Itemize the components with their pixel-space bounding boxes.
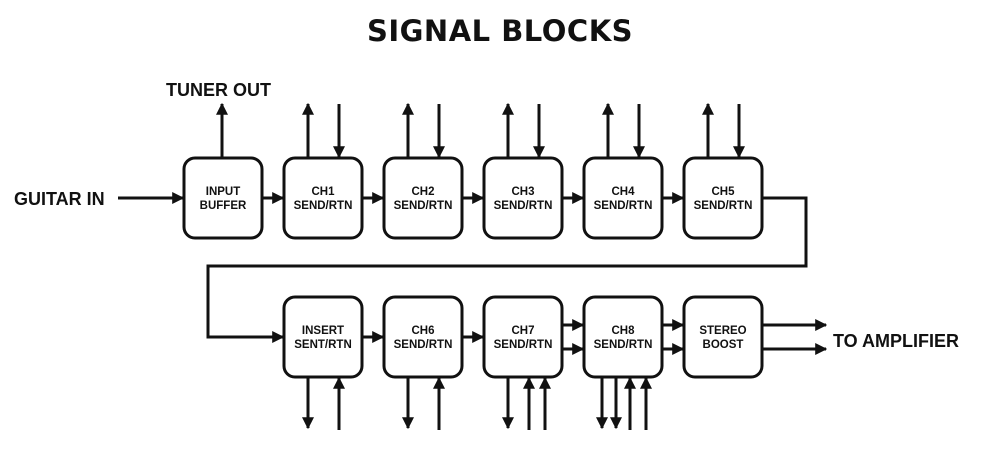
block-label: SEND/RTN xyxy=(594,339,653,351)
block-label: SEND/RTN xyxy=(494,200,553,212)
block-frame xyxy=(282,156,364,240)
block-frame xyxy=(382,295,464,379)
block-label: CH5 xyxy=(711,186,735,198)
block-label: STEREO xyxy=(699,325,746,337)
block-label: BUFFER xyxy=(200,200,247,212)
block-label: SEND/RTN xyxy=(394,200,453,212)
block-label: SEND/RTN xyxy=(294,200,353,212)
block-label: CH4 xyxy=(611,186,635,198)
block-label: SEND/RTN xyxy=(594,200,653,212)
block-label: SEND/RTN xyxy=(694,200,753,212)
block-frame xyxy=(582,295,664,379)
block-label: INSERT xyxy=(302,325,344,337)
diagram-title: SIGNAL BLOCKS xyxy=(366,14,634,48)
block-frame xyxy=(282,295,364,379)
block-label: SEND/RTN xyxy=(494,339,553,351)
block-frame xyxy=(482,156,564,240)
tuner-out-label: TUNER OUT xyxy=(166,80,271,100)
signal-blocks: INPUTBUFFERCH1SEND/RTNCH2SEND/RTNCH3SEND… xyxy=(182,156,764,379)
wrap-around-wire xyxy=(206,196,808,343)
block-frame xyxy=(382,156,464,240)
block-label: CH1 xyxy=(311,186,335,198)
block-label: BOOST xyxy=(703,339,744,351)
block-label: SENT/RTN xyxy=(294,339,352,351)
block-input-buffer: INPUT BUFFER xyxy=(182,156,264,240)
block-frame xyxy=(182,156,264,240)
block-label: SEND/RTN xyxy=(394,339,453,351)
block-frame xyxy=(582,156,664,240)
block-label: CH7 xyxy=(511,325,534,337)
to-amplifier-label: TO AMPLIFIER xyxy=(833,331,959,351)
block-label: CH6 xyxy=(411,325,434,337)
block-stereo-boost: STEREO BOOST xyxy=(682,295,764,379)
guitar-in-label: GUITAR IN xyxy=(14,189,105,209)
block-label: CH8 xyxy=(611,325,635,337)
block-frame xyxy=(482,295,564,379)
block-insert: INSERT SENT/RTN xyxy=(282,295,364,379)
block-frame xyxy=(682,156,764,240)
block-label: INPUT xyxy=(206,186,241,198)
connection-wires xyxy=(118,102,828,430)
block-frame xyxy=(682,295,764,379)
block-label: CH3 xyxy=(511,186,534,198)
block-label: CH2 xyxy=(411,186,434,198)
